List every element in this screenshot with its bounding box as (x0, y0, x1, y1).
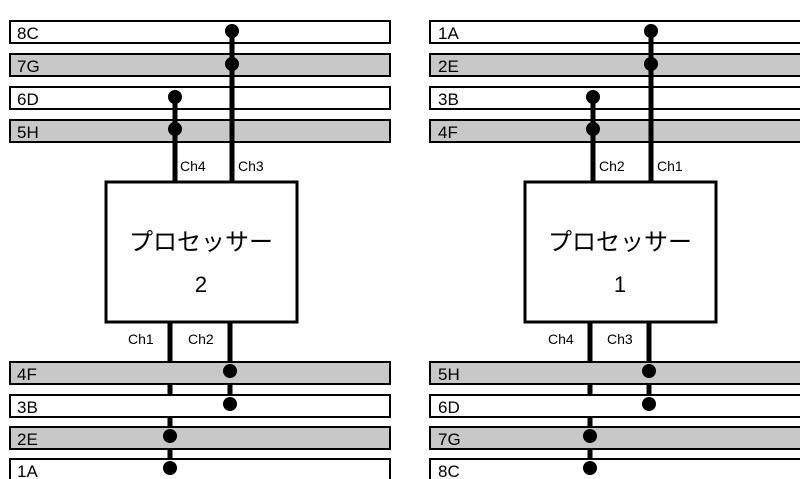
dimm-slot-bottom-4 (9, 458, 391, 479)
slot-connector-dot (642, 397, 656, 411)
dimm-slot-top-3 (429, 86, 800, 110)
processor-title: プロセッサー (129, 228, 273, 256)
dimm-slot-bottom-2 (9, 394, 391, 418)
slot-connector-dot (583, 429, 597, 443)
slot-connector-dot (223, 364, 237, 378)
slot-label: 5H (17, 123, 39, 142)
processor-1-group: 1A 2E 3B 4F Ch2 Ch1 プロセッサー 1 Ch4 Ch3 5H … (429, 20, 800, 479)
slot-label: 6D (438, 398, 460, 417)
slot-connector-dot (163, 461, 177, 475)
slot-connector-dot (586, 90, 600, 104)
processor-2-group: 8C 7G 6D 5H Ch4 Ch3 プロセッサー 2 Ch1 Ch2 4F … (9, 20, 391, 479)
dimm-slot-top-4 (429, 119, 800, 143)
dimm-slot-bottom-1 (429, 361, 800, 385)
slot-label: 5H (438, 365, 460, 384)
channel-label: Ch1 (657, 158, 683, 174)
slot-label: 3B (17, 398, 38, 417)
slot-connector-dot (225, 24, 239, 38)
processor-title: プロセッサー (548, 228, 692, 256)
channel-label: Ch2 (188, 331, 214, 347)
slot-connector-dot (586, 122, 600, 136)
slot-label: 2E (438, 57, 459, 76)
slot-label: 4F (17, 365, 37, 384)
processor-1-box (523, 180, 718, 324)
dimm-slot-top-2 (9, 53, 391, 77)
dimm-slot-top-1 (9, 20, 391, 44)
dimm-slot-top-4 (9, 119, 391, 143)
channel-label: Ch4 (548, 331, 574, 347)
slot-connector-dot (644, 24, 658, 38)
dimm-slot-bottom-4 (429, 458, 800, 479)
slot-connector-dot (583, 461, 597, 475)
slot-label: 7G (438, 430, 461, 449)
dimm-slot-top-1 (429, 20, 800, 44)
processor-number: 1 (614, 272, 626, 297)
slot-label: 4F (438, 123, 458, 142)
slot-connector-dot (168, 90, 182, 104)
channel-label: Ch4 (180, 158, 206, 174)
slot-label: 1A (17, 462, 38, 479)
slot-label: 8C (17, 24, 39, 43)
slot-label: 1A (438, 24, 459, 43)
slot-connector-dot (225, 57, 239, 71)
slot-connector-dot (642, 364, 656, 378)
dimm-slot-bottom-3 (9, 426, 391, 450)
slot-connector-dot (163, 429, 177, 443)
slot-label: 7G (17, 57, 40, 76)
dimm-slot-bottom-1 (9, 361, 391, 385)
processor-number: 2 (195, 272, 207, 297)
slot-label: 2E (17, 430, 38, 449)
dimm-slot-bottom-3 (429, 426, 800, 450)
processor-2-box (104, 180, 299, 324)
slot-label: 3B (438, 90, 459, 109)
dimm-slot-top-3 (9, 86, 391, 110)
channel-label: Ch3 (607, 331, 633, 347)
channel-label: Ch3 (238, 158, 264, 174)
slot-label: 6D (17, 90, 39, 109)
slot-connector-dot (644, 57, 658, 71)
channel-label: Ch2 (599, 158, 625, 174)
slot-label: 8C (438, 462, 460, 479)
channel-label: Ch1 (128, 331, 154, 347)
slot-connector-dot (168, 122, 182, 136)
dimm-slot-bottom-2 (429, 394, 800, 418)
dimm-slot-top-2 (429, 53, 800, 77)
slot-connector-dot (223, 397, 237, 411)
